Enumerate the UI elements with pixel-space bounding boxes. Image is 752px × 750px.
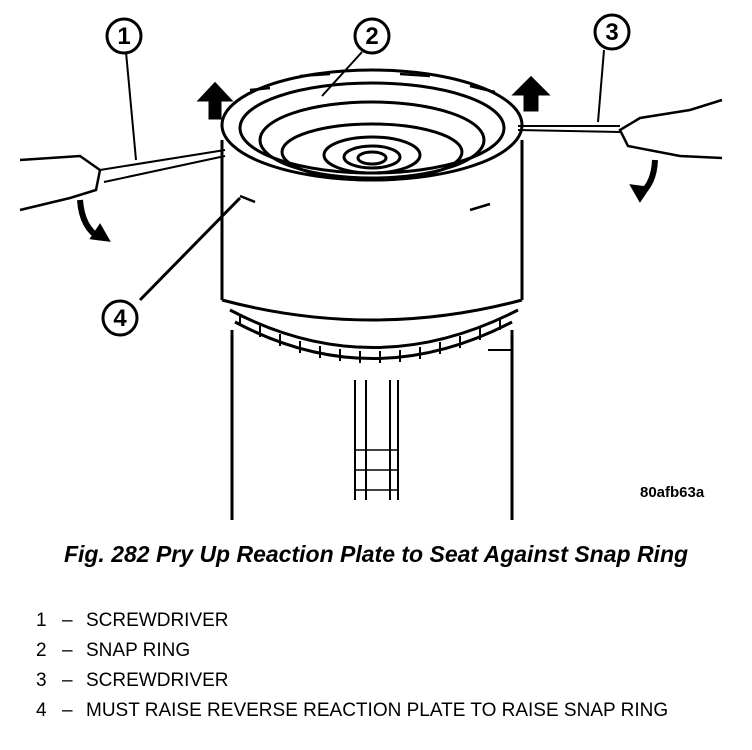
callout-circle-3: [593, 13, 631, 51]
legend-dash: –: [62, 610, 73, 631]
callout-4: 4: [113, 305, 127, 332]
legend-text: SCREWDRIVER: [86, 610, 229, 631]
leader-3: [597, 49, 605, 123]
input-shaft: [354, 380, 399, 500]
legend-list: 1 – SCREWDRIVER 2 – SNAP RING 3 – SCREWD…: [36, 610, 736, 730]
screwdriver-right: [618, 98, 723, 160]
legend-text: SCREWDRIVER: [86, 670, 229, 691]
housing-lower: [230, 330, 514, 520]
clutch-drum: [220, 140, 524, 300]
legend-dash: –: [62, 670, 73, 691]
legend-item: 1 – SCREWDRIVER: [36, 610, 736, 631]
lift-arrow-right: [511, 75, 551, 112]
legend-number: 1: [36, 610, 47, 631]
legend-text: MUST RAISE REVERSE REACTION PLATE TO RAI…: [86, 700, 669, 721]
callout-2: 2: [365, 23, 378, 50]
legend-number: 3: [36, 670, 47, 691]
legend-number: 2: [36, 640, 47, 661]
hub: [322, 135, 422, 175]
lift-arrow-left: [196, 81, 234, 120]
legend-item: 4 – MUST RAISE REVERSE REACTION PLATE TO…: [36, 700, 736, 721]
callout-1: 1: [117, 23, 130, 50]
toothed-ring: [229, 308, 519, 360]
leader-2: [321, 51, 363, 97]
callout-circle-4: [101, 299, 139, 337]
leader-1: [125, 51, 137, 161]
callout-circle-1: [105, 17, 143, 55]
legend-text: SNAP RING: [86, 640, 191, 661]
legend-item: 3 – SCREWDRIVER: [36, 670, 736, 691]
screwdriver-left: [19, 154, 102, 212]
legend-dash: –: [62, 700, 73, 721]
snap-ring: [238, 81, 506, 175]
legend-dash: –: [62, 640, 73, 661]
figure-caption: Fig. 282 Pry Up Reaction Plate to Seat A…: [63, 541, 689, 567]
callout-3: 3: [605, 19, 618, 46]
callout-circle-2: [353, 17, 391, 55]
legend-number: 4: [36, 700, 47, 721]
figure-reference-code: 80afb63a: [640, 484, 705, 501]
legend-item: 2 – SNAP RING: [36, 640, 736, 661]
transmission-diagram: 1 2 3 4: [19, 13, 723, 520]
leader-4: [138, 196, 242, 302]
